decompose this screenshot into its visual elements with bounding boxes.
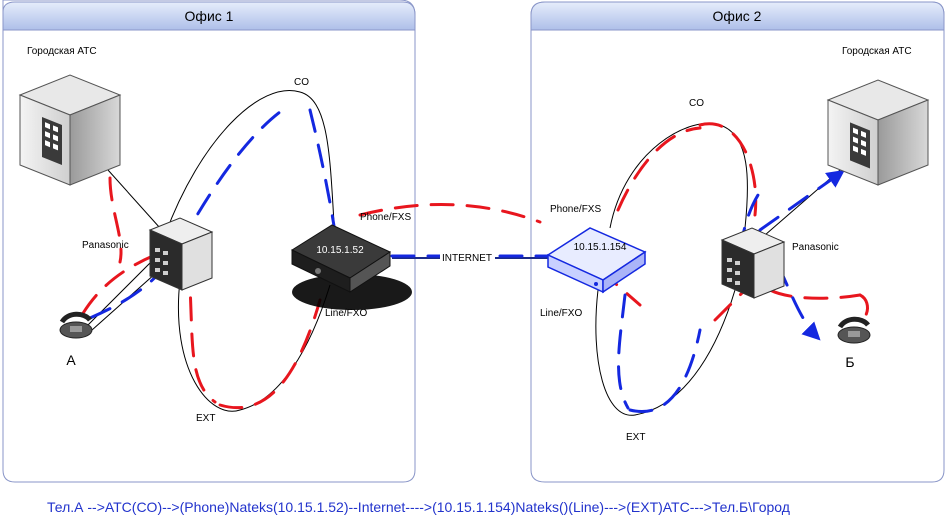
city-pbx-1-server-icon bbox=[18, 74, 122, 186]
office-1-ext-label: EXT bbox=[196, 413, 215, 424]
gateway-2-icon bbox=[546, 227, 647, 294]
gateway-1-ip: 10.15.1.52 bbox=[316, 245, 364, 256]
office-2-co-label: CO bbox=[689, 98, 704, 109]
office-2-fxs-label: Phone/FXS bbox=[550, 204, 601, 215]
phone-a-label: А bbox=[66, 352, 76, 368]
office-1-co-label: CO bbox=[294, 77, 309, 88]
office-2-ext-label: EXT bbox=[626, 432, 645, 443]
panasonic-pbx-2-icon bbox=[720, 227, 786, 299]
office-1-fxs-label: Phone/FXS bbox=[360, 212, 411, 223]
call-route-caption: Тел.А -->АТС(CO)-->(Phone)Nateks(10.15.1… bbox=[47, 499, 790, 515]
call-path-red bbox=[76, 122, 869, 410]
phone-b-icon bbox=[837, 316, 871, 344]
panasonic-pbx-2-label: Panasonic bbox=[792, 242, 839, 253]
panasonic-pbx-1-icon bbox=[148, 217, 214, 291]
phone-a-icon bbox=[59, 311, 93, 339]
city-pbx-2-server-icon bbox=[826, 79, 930, 186]
gateway-2-ip: 10.15.1.154 bbox=[574, 242, 627, 253]
office-2-title: Офис 2 bbox=[713, 8, 762, 24]
city-pbx-1-label: Городская АТС bbox=[27, 46, 97, 57]
city-pbx-2-label: Городская АТС bbox=[842, 46, 912, 57]
phone-b-label: Б bbox=[845, 354, 854, 370]
office-1-title: Офис 1 bbox=[185, 8, 234, 24]
office-2-fxo-label: Line/FXO bbox=[540, 308, 582, 319]
gateway-1-icon bbox=[290, 224, 412, 310]
internet-label: INTERNET bbox=[442, 253, 492, 264]
panasonic-pbx-1-label: Panasonic bbox=[82, 240, 129, 251]
office-1-fxo-label: Line/FXO bbox=[325, 308, 367, 319]
